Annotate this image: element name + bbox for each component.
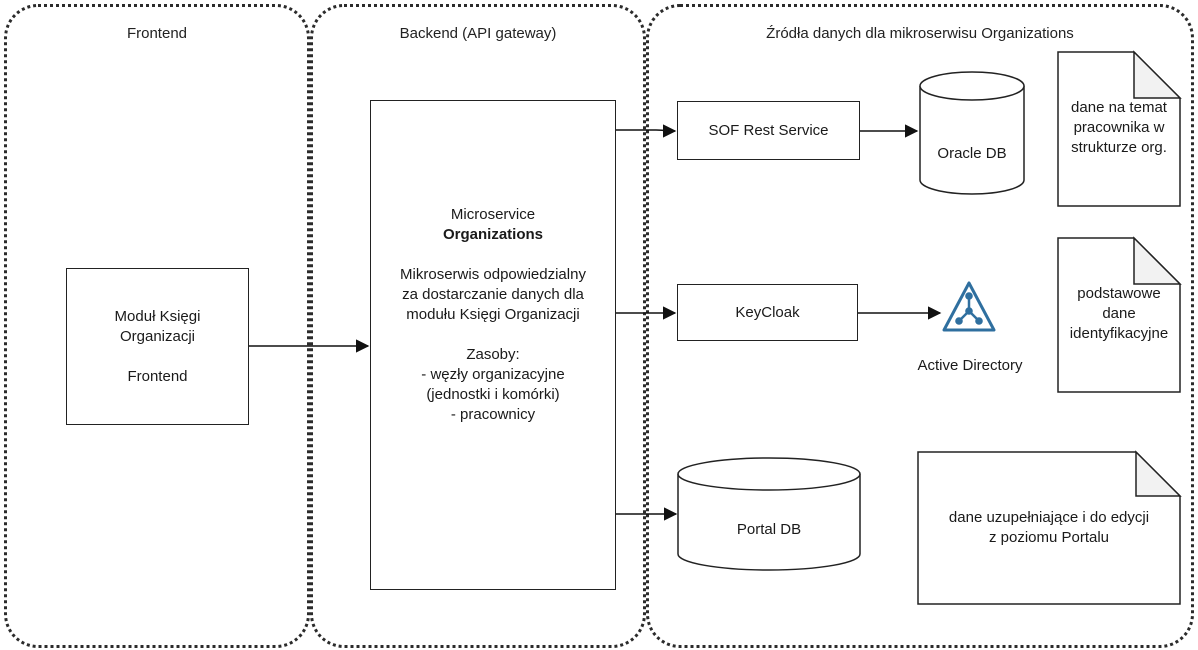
backend-lane-title: Backend (API gateway) (399, 25, 557, 42)
keycloak-label: KeyCloak (735, 303, 800, 321)
microservice-desc-1: Mikroserwis odpowiedzialny (400, 266, 586, 283)
keycloak-box[interactable]: KeyCloak (677, 284, 858, 341)
arrow-microservice-to-sof (616, 124, 677, 138)
note-oracle-text: dane na temat pracownika w strukturze or… (1058, 98, 1180, 158)
note-portal-text: dane uzupełniające i do edycji z poziomu… (918, 508, 1180, 548)
frontend-lane-title: Frontend (126, 25, 188, 42)
oracle-db-label: Oracle DB (937, 145, 1007, 162)
note-portal-line2: z poziomu Portalu (988, 529, 1110, 546)
microservice-desc-2: za dostarczanie danych dla (402, 286, 584, 303)
frontend-module-line3: Frontend (127, 367, 188, 385)
note-portal-shape (917, 450, 1182, 605)
note-ad-text: podstawowe dane identyfikacyjne (1058, 284, 1180, 344)
data-sources-lane: Źródła danych dla mikroserwisu Organizat… (646, 4, 1194, 648)
backend-lane: Backend (API gateway) (310, 4, 646, 648)
note-oracle-line3: strukturze org. (1071, 139, 1167, 156)
portal-db-label: Portal DB (736, 521, 802, 538)
microservice-resource-1: - węzły organizacyjne (421, 366, 565, 383)
active-directory-icon (942, 281, 996, 332)
frontend-lane: Frontend (4, 4, 310, 648)
frontend-module-label: Moduł Księgi Organizacji Frontend (115, 307, 201, 387)
active-directory-label: Active Directory (917, 357, 1023, 374)
note-ad-line2: dane (1102, 305, 1136, 322)
note-ad-line1: podstawowe (1077, 285, 1161, 302)
note-oracle-shape (1057, 50, 1182, 207)
microservice-desc-3: modułu Księgi Organizacji (406, 306, 580, 323)
microservice-resources-title: Zasoby: (466, 346, 520, 363)
sof-rest-service-box[interactable]: SOF Rest Service (677, 101, 860, 160)
oracle-db-cylinder (919, 71, 1025, 195)
microservice-resource-2: (jednostki i komórki) (426, 386, 560, 403)
note-oracle-line1: dane na temat (1071, 99, 1167, 116)
frontend-module-box[interactable]: Moduł Księgi Organizacji Frontend (66, 268, 249, 425)
microservice-resource-3: - pracownicy (450, 406, 536, 423)
microservice-name: Organizations (442, 226, 543, 243)
microservice-label: Microservice Organizations Mikroserwis o… (400, 205, 586, 425)
note-ad-shape (1057, 236, 1182, 393)
note-ad-line3: identyfikacyjne (1069, 325, 1169, 342)
microservice-organizations-box[interactable]: Microservice Organizations Mikroserwis o… (370, 100, 616, 590)
frontend-module-line2: Organizacji (119, 327, 195, 345)
data-sources-lane-title: Źródła danych dla mikroserwisu Organizat… (766, 25, 1074, 42)
frontend-module-line1: Moduł Księgi (114, 307, 201, 325)
note-oracle-line2: pracownika w (1073, 119, 1165, 136)
microservice-title: Microservice (450, 206, 536, 223)
note-portal-line1: dane uzupełniające i do edycji (948, 509, 1150, 526)
sof-rest-service-label: SOF Rest Service (708, 121, 829, 139)
portal-db-cylinder (677, 457, 861, 571)
